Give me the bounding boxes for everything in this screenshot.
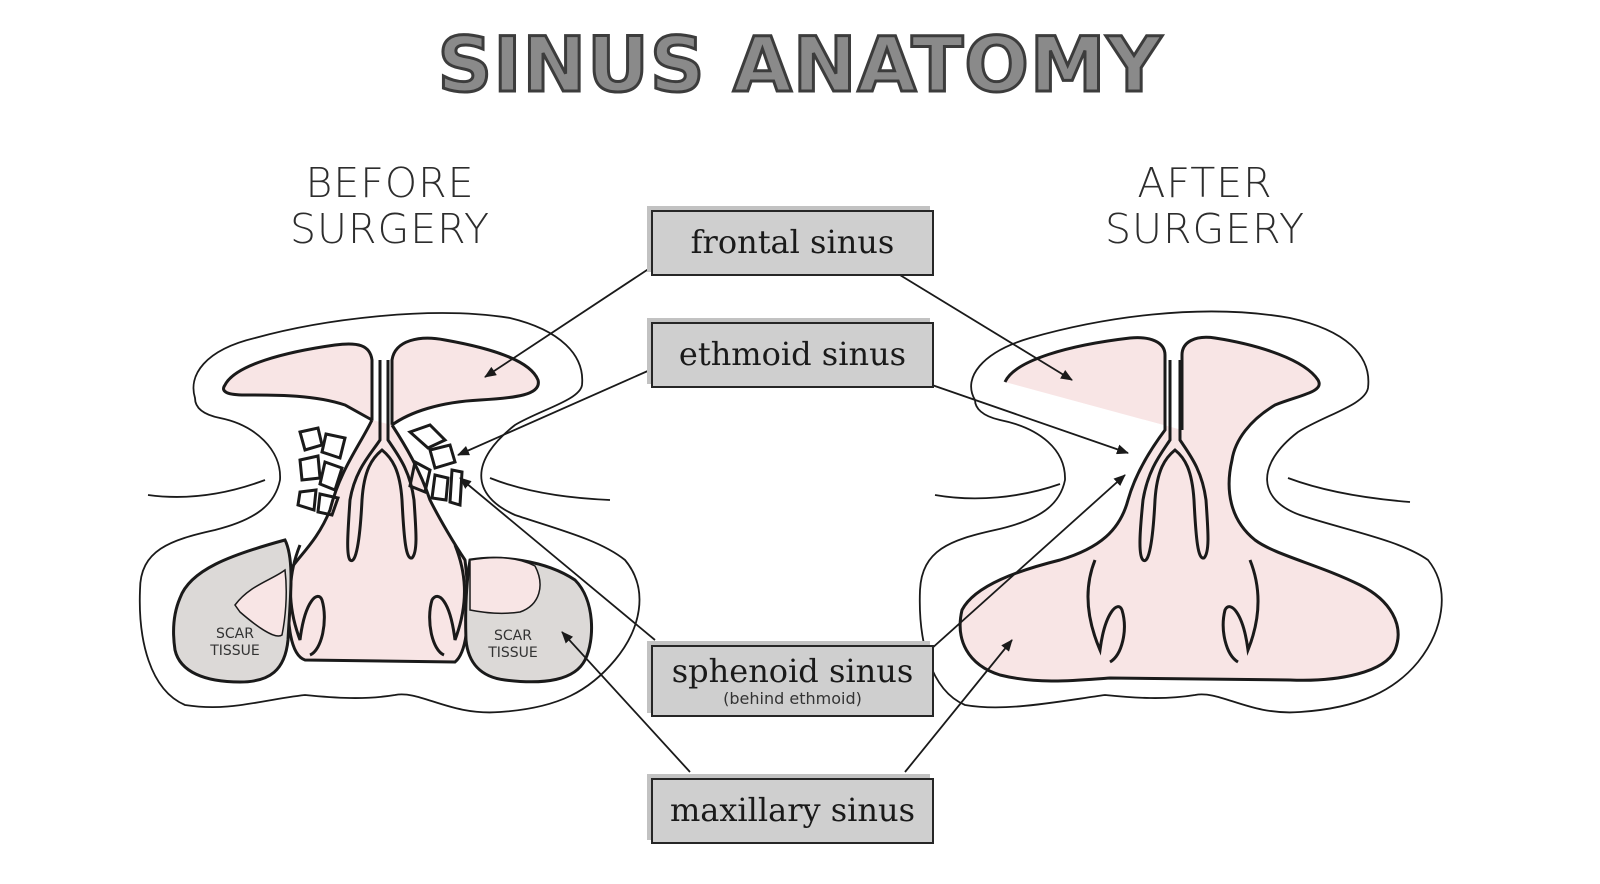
before-nasal-cavity (286, 419, 470, 664)
maxillary-sinus-label: maxillary sinus (651, 778, 934, 844)
ethmoid-sinus-label: ethmoid sinus (651, 322, 934, 388)
arrow-maxillary-after (904, 639, 1013, 773)
before-ethmoid-cell (408, 459, 432, 495)
before-skull (138, 312, 641, 714)
before-turbinate-right (428, 544, 466, 657)
before-cheek-left (147, 479, 266, 498)
after-cheek-right (1287, 477, 1411, 503)
before-cheek-right (489, 477, 611, 501)
after-cheek-left (934, 483, 1061, 500)
page-title: SINUS ANATOMY (436, 19, 1163, 111)
before-ethmoid-cell (428, 443, 457, 470)
scar-label-left-line2: TISSUE (209, 643, 260, 659)
frontal-sinus-text: frontal sinus (690, 223, 895, 261)
after-label-line1: AFTER (1137, 159, 1273, 207)
scar-label-right-line2: TISSUE (487, 645, 538, 661)
maxillary-sinus-text: maxillary sinus (669, 791, 916, 829)
before-septum (346, 360, 418, 563)
before-frontal-left (222, 342, 374, 423)
before-ethmoid-cell (320, 432, 347, 460)
arrow-frontal-after (894, 271, 1073, 381)
before-head-outline (138, 312, 641, 714)
before-ethmoid-cell (407, 423, 448, 450)
after-label-line2: SURGERY (1104, 205, 1306, 253)
ethmoid-sinus-text: ethmoid sinus (678, 335, 907, 373)
arrow-ethmoid-after (931, 384, 1129, 455)
before-maxillary-right-open (469, 556, 541, 614)
before-frontal-right (390, 336, 540, 428)
before-ethmoid-cell (296, 488, 318, 512)
arrow-ethmoid-before (457, 369, 651, 456)
before-ethmoid-cell (316, 492, 340, 517)
before-maxillary-left-open (234, 568, 287, 637)
before-maxillary-left (172, 538, 293, 684)
arrow-sphenoid-before (459, 477, 656, 641)
sphenoid-sinus-note: (behind ethmoid) (723, 689, 862, 708)
before-label-line1: BEFORE (305, 159, 475, 207)
after-head-outline (918, 310, 1443, 714)
before-ethmoid-cell (430, 473, 450, 502)
scar-label-right-line1: SCAR (494, 628, 532, 644)
after-sinus-region (958, 335, 1400, 683)
after-septum (1138, 360, 1210, 563)
scar-label-left-line1: SCAR (216, 626, 254, 642)
after-turbinate-right (1221, 559, 1260, 664)
after-turbinate-left (1086, 559, 1126, 664)
sphenoid-sinus-label: sphenoid sinus (behind ethmoid) (651, 645, 934, 717)
arrow-frontal-before (484, 267, 651, 378)
frontal-sinus-label: frontal sinus (651, 210, 934, 276)
before-ethmoid-cell (448, 468, 464, 507)
arrows (457, 267, 1129, 773)
before-ethmoid-cell (298, 426, 324, 452)
after-surgery-label: AFTER SURGERY (1045, 160, 1365, 252)
after-skull (918, 310, 1443, 714)
before-ethmoid-cell (298, 454, 322, 482)
before-ethmoid-cell (318, 460, 344, 492)
arrow-sphenoid-after (929, 474, 1126, 651)
before-surgery-label: BEFORE SURGERY (230, 160, 550, 252)
before-label-line2: SURGERY (289, 205, 491, 253)
sphenoid-sinus-text: sphenoid sinus (671, 652, 914, 690)
arrow-maxillary-before (561, 631, 691, 773)
